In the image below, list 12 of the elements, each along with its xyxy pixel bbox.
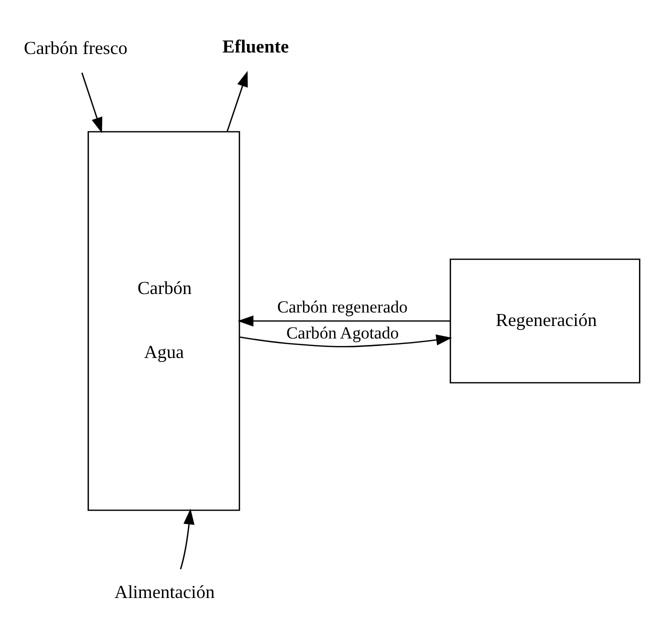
arrow	[240, 334, 452, 348]
node-box: Regeneración	[450, 258, 640, 384]
arrow	[180, 508, 194, 570]
edge-label: Carbón Agotado	[286, 324, 399, 343]
arrow	[226, 70, 248, 132]
node-text: Efluente	[222, 36, 289, 56]
node-text: Carbón fresco	[24, 38, 128, 58]
node-text: Alimentación	[114, 582, 215, 602]
arrow	[238, 315, 450, 327]
edge-label: Carbón regenerado	[277, 297, 408, 316]
node-box: Carbón Agua	[88, 131, 240, 511]
arrow	[81, 72, 102, 134]
